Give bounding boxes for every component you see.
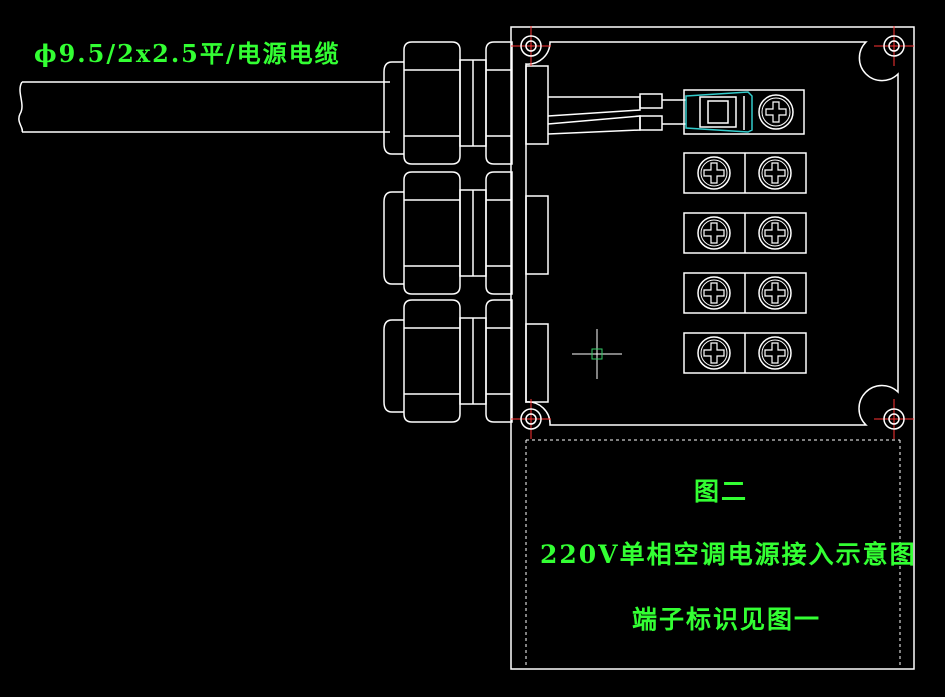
terminal-block bbox=[683, 152, 807, 374]
terminal-row bbox=[683, 332, 807, 374]
cable-gland bbox=[383, 41, 549, 165]
mounting-hole bbox=[511, 399, 551, 439]
figure-note: 端子标识见图一 bbox=[632, 605, 822, 634]
terminal-screw-icon bbox=[758, 156, 792, 190]
terminal-row bbox=[683, 212, 807, 254]
figure-title: 图二 bbox=[694, 477, 749, 506]
figure-subtitle: 220V单相空调电源接入示意图 bbox=[540, 540, 917, 569]
cable-gland bbox=[383, 171, 549, 295]
terminal-screw-icon bbox=[697, 276, 731, 310]
junction-box bbox=[510, 26, 915, 670]
power-cable bbox=[18, 81, 390, 133]
terminal-screw-icon bbox=[758, 336, 792, 370]
terminal-row bbox=[683, 152, 807, 194]
mounting-hole bbox=[511, 26, 551, 66]
internal-wires bbox=[547, 93, 686, 135]
terminal-screw-icon bbox=[697, 156, 731, 190]
mounting-hole bbox=[874, 26, 914, 66]
mounting-hole bbox=[874, 399, 914, 439]
cable-glands bbox=[383, 41, 549, 423]
lid-outline bbox=[525, 439, 901, 665]
terminal-row bbox=[683, 272, 807, 314]
box-outer-wall bbox=[510, 26, 915, 670]
terminal-screw-icon bbox=[697, 216, 731, 250]
terminal-screw-icon bbox=[758, 276, 792, 310]
ground-terminal bbox=[683, 89, 805, 135]
terminal-screw-icon bbox=[758, 94, 794, 130]
terminal-screw-icon bbox=[697, 336, 731, 370]
box-inner-cavity bbox=[525, 41, 899, 426]
terminal-screw-icon bbox=[758, 216, 792, 250]
crosshair-cursor-icon bbox=[572, 329, 622, 379]
cable-spec-label: ϕ9.5/2x2.5平/电源电缆 bbox=[34, 39, 341, 68]
cable-gland bbox=[383, 299, 549, 423]
mounting-holes bbox=[511, 26, 914, 439]
